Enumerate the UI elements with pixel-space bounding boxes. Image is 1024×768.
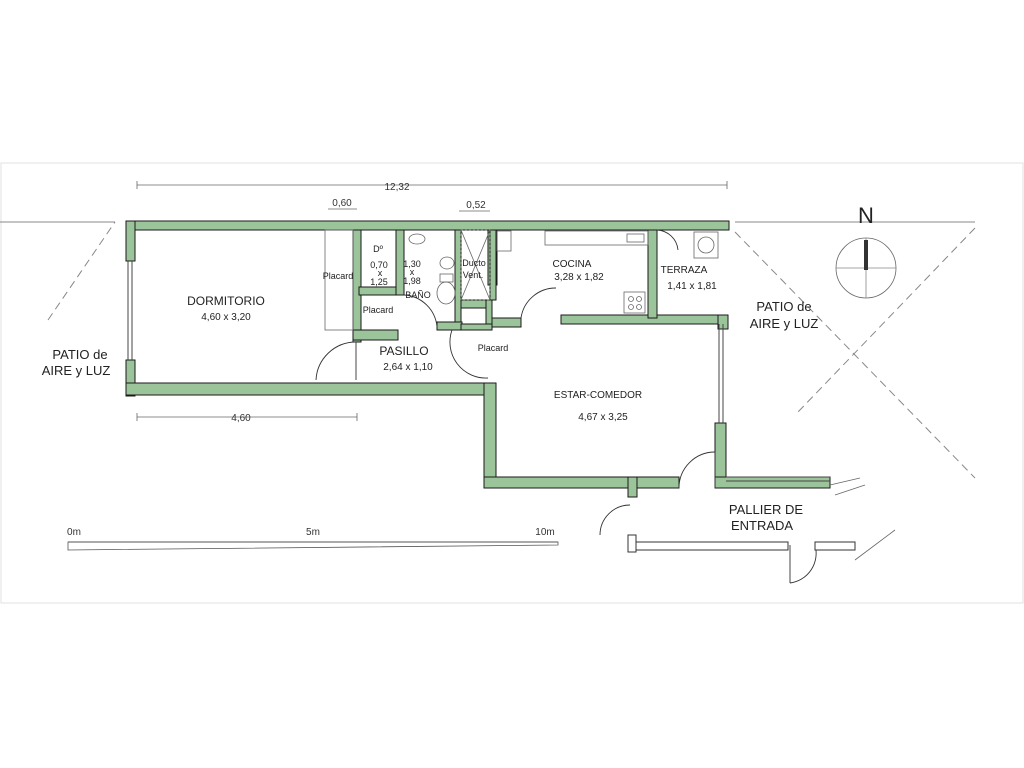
patio-left-line1: PATIO de <box>52 347 107 362</box>
scale-mid: 5m <box>306 527 320 538</box>
scale-end: 10m <box>535 527 554 538</box>
scale-bar <box>67 541 559 551</box>
kitchen-fixtures <box>496 230 719 314</box>
room-ducha-x: x <box>378 268 383 278</box>
compass: N <box>835 203 897 299</box>
room-ducha-w: 0,70 <box>370 260 388 270</box>
pallier-hatch <box>829 477 896 561</box>
room-ducha-name: Dº <box>373 244 383 254</box>
walls <box>125 220 831 498</box>
dim-total: 12,32 <box>384 182 409 193</box>
room-bano-x: x <box>410 267 415 277</box>
dorm-closet <box>324 229 354 331</box>
patio-right-line2: AIRE y LUZ <box>750 316 819 331</box>
room-pasillo-size: 2,64 x 1,10 <box>383 362 433 373</box>
ducto-line2: Vent. <box>463 270 484 280</box>
room-ducha-h: 1,25 <box>370 277 388 287</box>
compass-north-label: N <box>858 203 874 228</box>
pallier-line1: PALLIER DE <box>729 502 804 517</box>
room-cocina-size: 3,28 x 1,82 <box>554 272 604 283</box>
top-dimension <box>136 181 728 212</box>
drawing-frame <box>0 162 1024 604</box>
room-bano-w: 1,30 <box>403 259 421 269</box>
patio-left-line2: AIRE y LUZ <box>42 363 111 378</box>
scale-start: 0m <box>67 527 81 538</box>
doors <box>315 229 817 584</box>
dim-060: 0,60 <box>332 198 352 209</box>
windows <box>127 261 830 482</box>
dim-052: 0,52 <box>466 200 486 211</box>
room-bano-name: BAÑO <box>405 290 431 300</box>
room-cocina-name: COCINA <box>553 259 592 270</box>
room-dormitorio-size: 4,60 x 3,20 <box>201 312 251 323</box>
pallier-line2: ENTRADA <box>731 518 793 533</box>
room-estar-size: 4,67 x 3,25 <box>578 412 628 423</box>
placard-small: Placard <box>363 305 394 315</box>
placard-dorm: Placard <box>323 271 354 281</box>
patio-hatching <box>47 221 976 479</box>
room-estar-name: ESTAR-COMEDOR <box>554 390 642 401</box>
ducto-line1: Ducto <box>462 258 486 268</box>
pallier-walls <box>627 534 856 553</box>
patio-right-line1: PATIO de <box>756 299 811 314</box>
bath-fixtures <box>408 229 491 305</box>
compass-needle <box>864 240 868 270</box>
room-terraza-name: TERRAZA <box>661 265 708 276</box>
room-bano-h: 1,98 <box>403 276 421 286</box>
room-dormitorio-name: DORMITORIO <box>187 294 265 308</box>
room-terraza-size: 1,41 x 1,81 <box>667 281 717 292</box>
placard-pasillo: Placard <box>478 343 509 353</box>
bottom-dimension <box>136 413 358 421</box>
dim-bottom: 4,60 <box>231 413 251 424</box>
room-pasillo-name: PASILLO <box>379 344 428 358</box>
